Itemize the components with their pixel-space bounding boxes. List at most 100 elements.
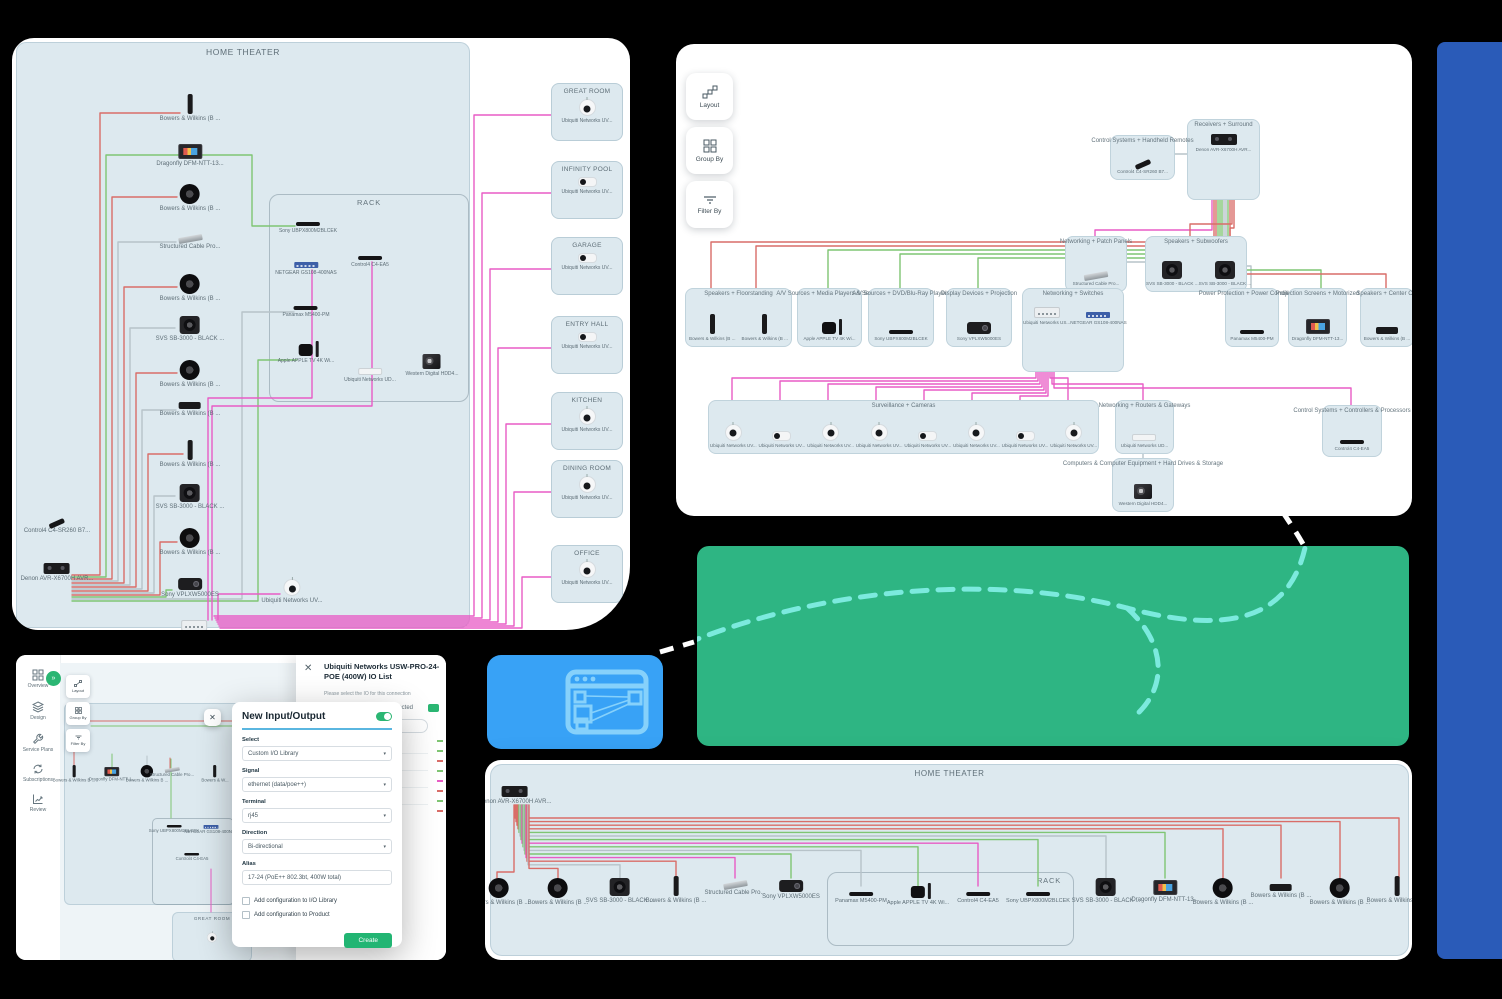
device-node[interactable]: Panamax M5400-PM	[283, 306, 329, 318]
device-node[interactable]: Bowers & Wilkins (B ...	[1364, 326, 1410, 342]
device-node[interactable]: SVS SB-3000 - BLACK ...	[156, 484, 224, 511]
create-button[interactable]: Create	[344, 933, 392, 948]
sidebar-item-review[interactable]: Review	[16, 793, 60, 813]
device-node[interactable]: Ubiquiti Networks UV...	[807, 423, 854, 449]
group-media-players[interactable]: A/V Sources + Media Players & Servers Ap…	[776, 288, 883, 347]
device-node[interactable]: Bowers & Wilkins (B ...	[689, 313, 735, 342]
device-node[interactable]: Bowers & Wilkins (B ...	[1193, 878, 1253, 907]
add-to-product-checkbox[interactable]: Add configuration to Product	[242, 911, 392, 919]
group-by-button[interactable]: Group By	[686, 127, 733, 174]
sidebar-item-service-plans[interactable]: Service Plans	[16, 733, 60, 753]
group-switches[interactable]: Networking + Switches Ubiquiti Networks …	[1022, 288, 1127, 372]
device-node[interactable]: Bowers & Wilkins (B ...	[646, 876, 706, 905]
device-node[interactable]: Sony UBPX800M2BLCEK	[874, 329, 928, 342]
add-to-io-library-checkbox[interactable]: Add configuration to I/O Library	[242, 897, 392, 905]
device-node[interactable]: Sony VPLXW5000ES	[957, 321, 1001, 342]
device-node[interactable]: Ubiquiti Networks UV...	[261, 579, 323, 605]
device-node[interactable]: Sony UBPX800M2BLCEK	[1006, 892, 1070, 905]
device-node[interactable]: Bowers & Wilkins (B ...	[160, 360, 220, 389]
device-node[interactable]: SVS SB-3000 - BLACK ...	[156, 316, 224, 343]
io-toggle-icon[interactable]	[428, 704, 439, 712]
device-node[interactable]: Sony UBPX800M2BLCEK	[149, 825, 199, 834]
group-power-protection[interactable]: Power Protection + Power Conditioner... …	[1199, 288, 1305, 347]
mini-layout-button[interactable]: Layout	[66, 675, 90, 698]
device-node[interactable]: Structured Cable Pro...	[150, 766, 194, 778]
device-node[interactable]: Bowers & Wilkins (B ...	[160, 402, 220, 418]
device-node[interactable]: Apple APPLE TV 4K Wi...	[887, 883, 949, 907]
device-node[interactable]: SVS SB-3000 - BLACK ...	[1072, 878, 1140, 905]
close-icon[interactable]: ✕	[304, 663, 313, 674]
device-node[interactable]: Control4 C4-EA5	[176, 853, 208, 862]
device-node[interactable]: Ubiquiti Networks US...	[163, 620, 225, 630]
group-dvd-players[interactable]: A/V Sources + DVD/Blu-Ray Players Sony U…	[852, 288, 950, 347]
expand-sidebar-button[interactable]: »	[46, 671, 61, 686]
device-node[interactable]: Bowers & Wilkins (B ...	[160, 274, 220, 303]
device-node[interactable]: Control4 C4-EA5	[1335, 439, 1369, 452]
device-node[interactable]: Structured Cable Pro...	[1073, 270, 1119, 287]
device-node[interactable]: Bowers & Wilkins (B ...	[528, 878, 588, 907]
group-projection[interactable]: Display Devices + Projection Sony VPLXW5…	[941, 288, 1017, 347]
device-node[interactable]: Bowers & Wilkins B ...	[53, 765, 95, 784]
device-node[interactable]: Ubiquiti Networks UD...	[1121, 433, 1168, 449]
device-node[interactable]: Western Digital HDD4...	[1119, 483, 1167, 507]
device-node[interactable]: Control4 C4-SR260 B7...	[24, 517, 90, 535]
device-node[interactable]: Apple APPLE TV 4K Wi...	[803, 318, 856, 342]
device-node[interactable]: Bowers & Wilkins (B ...	[1251, 884, 1311, 900]
mini-filter-by-button[interactable]: Filter By	[66, 729, 90, 752]
device-node[interactable]: Panamax M5400-PM	[1230, 329, 1274, 342]
device-node[interactable]: Structured Cable Pro...	[704, 879, 766, 897]
sidebar-item-subscriptions[interactable]: Subscriptions	[16, 763, 60, 783]
device-node[interactable]: Bowers & Wilkins (B ...	[160, 94, 220, 123]
device-node[interactable]: Control4 C4-EA5	[351, 256, 389, 268]
device-node[interactable]: Bowers & Wilkins B ...	[126, 765, 168, 784]
device-node[interactable]: Bowers & Wilkins (B ...	[1367, 876, 1412, 905]
device-node[interactable]: Structured Cable Pro...	[159, 233, 221, 251]
alias-input[interactable]: 17-24 (PoE++ 802.3bt, 400W total)	[242, 870, 392, 885]
device-node[interactable]: Panamax M5400-PM	[835, 892, 887, 905]
device-node[interactable]: SVS SB-3000 - BLACK ...	[586, 878, 654, 905]
group-controllers-processors[interactable]: Control Systems + Controllers & Processo…	[1293, 405, 1411, 457]
device-node[interactable]: Control4 C4-EA5	[957, 892, 999, 905]
device-node[interactable]: NETGEAR GS108-400NAS	[1070, 312, 1127, 326]
device-node[interactable]: Bowers & W...	[201, 765, 229, 784]
device-node[interactable]: NETGEAR GS108-400NAS	[275, 262, 337, 276]
device-node[interactable]: Control4 C4-SR260 B7...	[1117, 158, 1168, 175]
device-node[interactable]: Bowers & Wilkins (B ...	[742, 313, 788, 342]
device-node[interactable]: Bowers & Wilkins (B ...	[160, 528, 220, 557]
device-node[interactable]: Ubiquiti Networks UV...	[1050, 423, 1097, 449]
group-center-speakers[interactable]: Speakers + Center C... Bowers & Wilkins …	[1356, 288, 1412, 347]
mini-group-by-button[interactable]: Group By	[66, 702, 90, 725]
device-node[interactable]: Dragonfly DFM-NTT-13...	[1292, 318, 1343, 342]
toggle-on-icon[interactable]	[376, 712, 392, 721]
device-node[interactable]: Denon AVR-X6700H AVR...	[21, 563, 93, 583]
device-node[interactable]: Ubiquiti Networks UV...	[1002, 430, 1048, 449]
group-subwoofers[interactable]: Speakers + Subwoofers SVS SB-3000 - BLAC…	[1145, 236, 1251, 292]
device-node[interactable]: NETGEAR GS108-400NAS	[184, 825, 238, 835]
device-node[interactable]: Apple APPLE TV 4K Wi...	[278, 341, 334, 364]
group-projection-screens[interactable]: Projection Screens + Motorized Dragonfly…	[1276, 288, 1359, 347]
group-patch-panels[interactable]: Networking + Patch Panels Structured Cab…	[1060, 236, 1132, 292]
sidebar-item-design[interactable]: Design	[16, 701, 60, 721]
device-node[interactable]: Sony VPLXW5000ES	[161, 578, 219, 599]
group-routers-gateways[interactable]: Networking + Routers & Gateways Ubiquiti…	[1099, 400, 1190, 454]
device-node[interactable]: Ubiquiti Networks UV...	[710, 423, 757, 449]
device-node[interactable]: Sony UBPX800M2BLCEK	[279, 222, 337, 234]
device-node[interactable]: Bowers & Wilkins (B ...	[160, 440, 220, 469]
group-handheld-remotes[interactable]: Control Systems + Handheld Remotes Contr…	[1091, 135, 1194, 180]
group-floorstanding[interactable]: Speakers + Floorstanding Bowers & Wilkin…	[685, 288, 792, 347]
select-dropdown[interactable]: Custom I/O Library▾	[242, 746, 392, 761]
filter-by-button[interactable]: Filter By	[686, 181, 733, 228]
signal-dropdown[interactable]: ethernet (data/poe++)▾	[242, 777, 392, 792]
blue-feature-tile[interactable]	[487, 655, 663, 749]
modal-close-button[interactable]: ✕	[204, 709, 221, 726]
rack-group[interactable]: RACK	[827, 872, 1074, 946]
device-node[interactable]: Sony VPLXW5000ES	[762, 880, 820, 901]
layout-button[interactable]: Layout	[686, 73, 733, 120]
device-node[interactable]: Denon AVR-X6700H AVR...	[1196, 134, 1251, 153]
direction-dropdown[interactable]: Bi-directional▾	[242, 839, 392, 854]
device-node[interactable]: Western Digital HDD4...	[406, 354, 458, 377]
